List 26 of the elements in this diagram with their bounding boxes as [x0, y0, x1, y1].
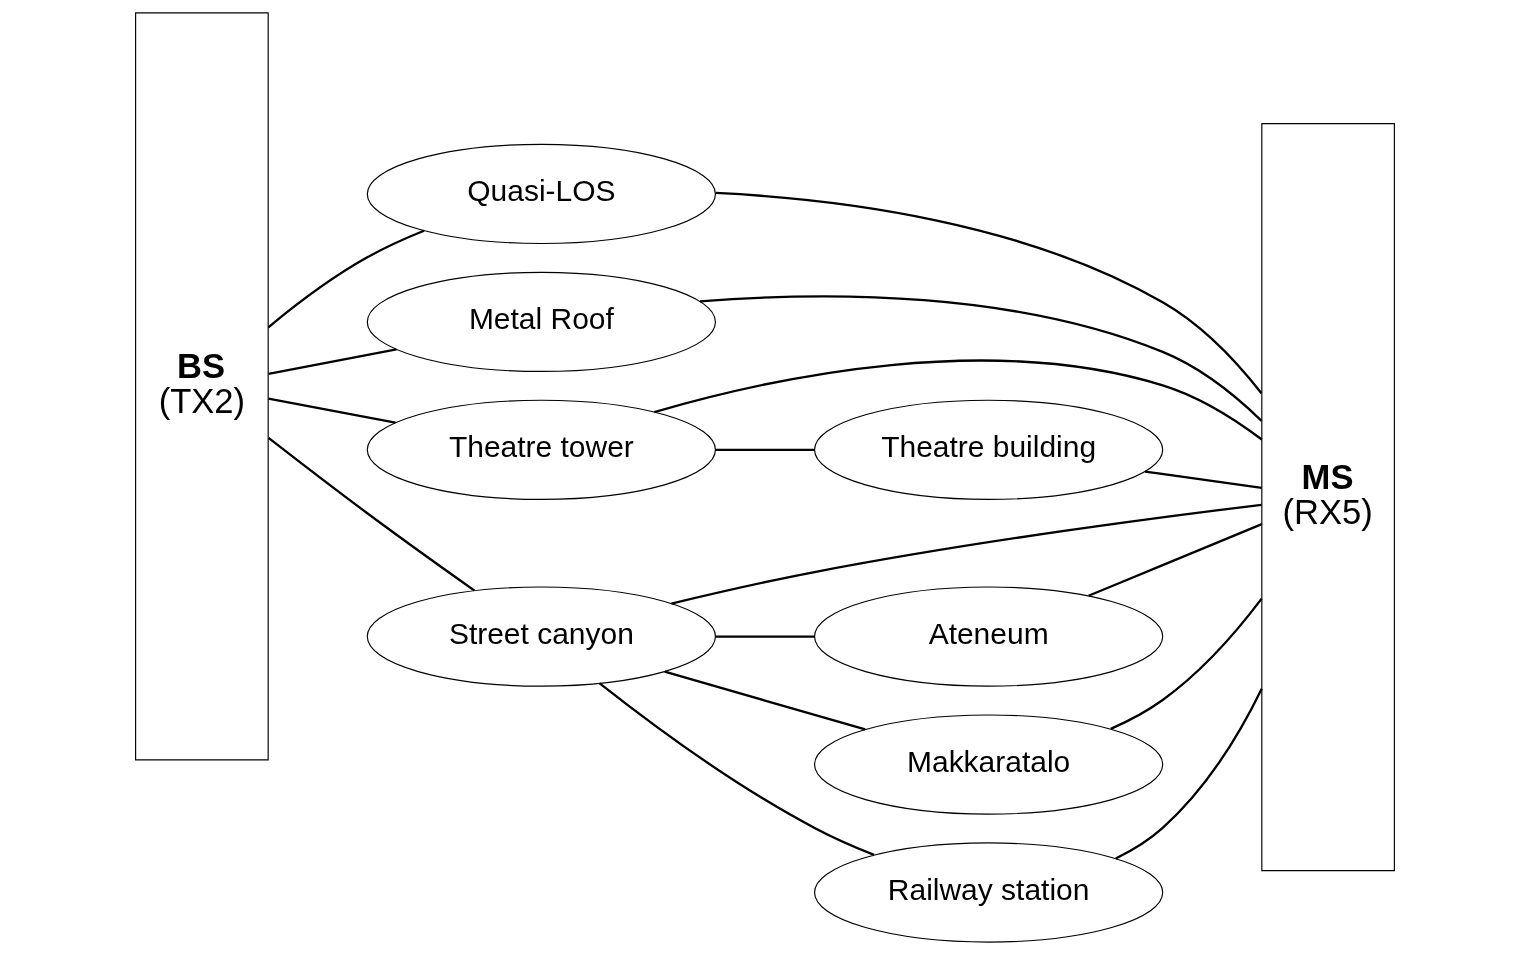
connector [1088, 523, 1263, 597]
node-ellipse: Makkaratalo [814, 714, 1164, 815]
connector [671, 503, 1262, 605]
node-ellipse: Metal Roof [366, 271, 716, 373]
node-box: BS (TX2) [135, 12, 269, 761]
connector [1110, 597, 1263, 730]
connector [1144, 470, 1262, 490]
connector [268, 348, 397, 376]
node-ellipse: Street canyon [366, 586, 716, 687]
connector [715, 635, 815, 638]
connector [654, 359, 1263, 441]
connector [699, 295, 1263, 422]
node-ellipse: Theatre building [814, 399, 1164, 500]
connector [268, 397, 396, 424]
connector [267, 437, 476, 592]
node-ellipse: Theatre tower [366, 399, 716, 500]
connector [1115, 688, 1263, 860]
node-ellipse: Ateneum [814, 586, 1164, 687]
node-ellipse: Quasi-LOS [366, 143, 716, 245]
connector [267, 229, 425, 329]
node-box: MS (RX5) [1261, 123, 1395, 872]
connector [664, 670, 866, 731]
connector [715, 448, 815, 451]
node-ellipse: Railway station [814, 842, 1164, 943]
connector [598, 682, 875, 856]
connector [715, 191, 1263, 394]
